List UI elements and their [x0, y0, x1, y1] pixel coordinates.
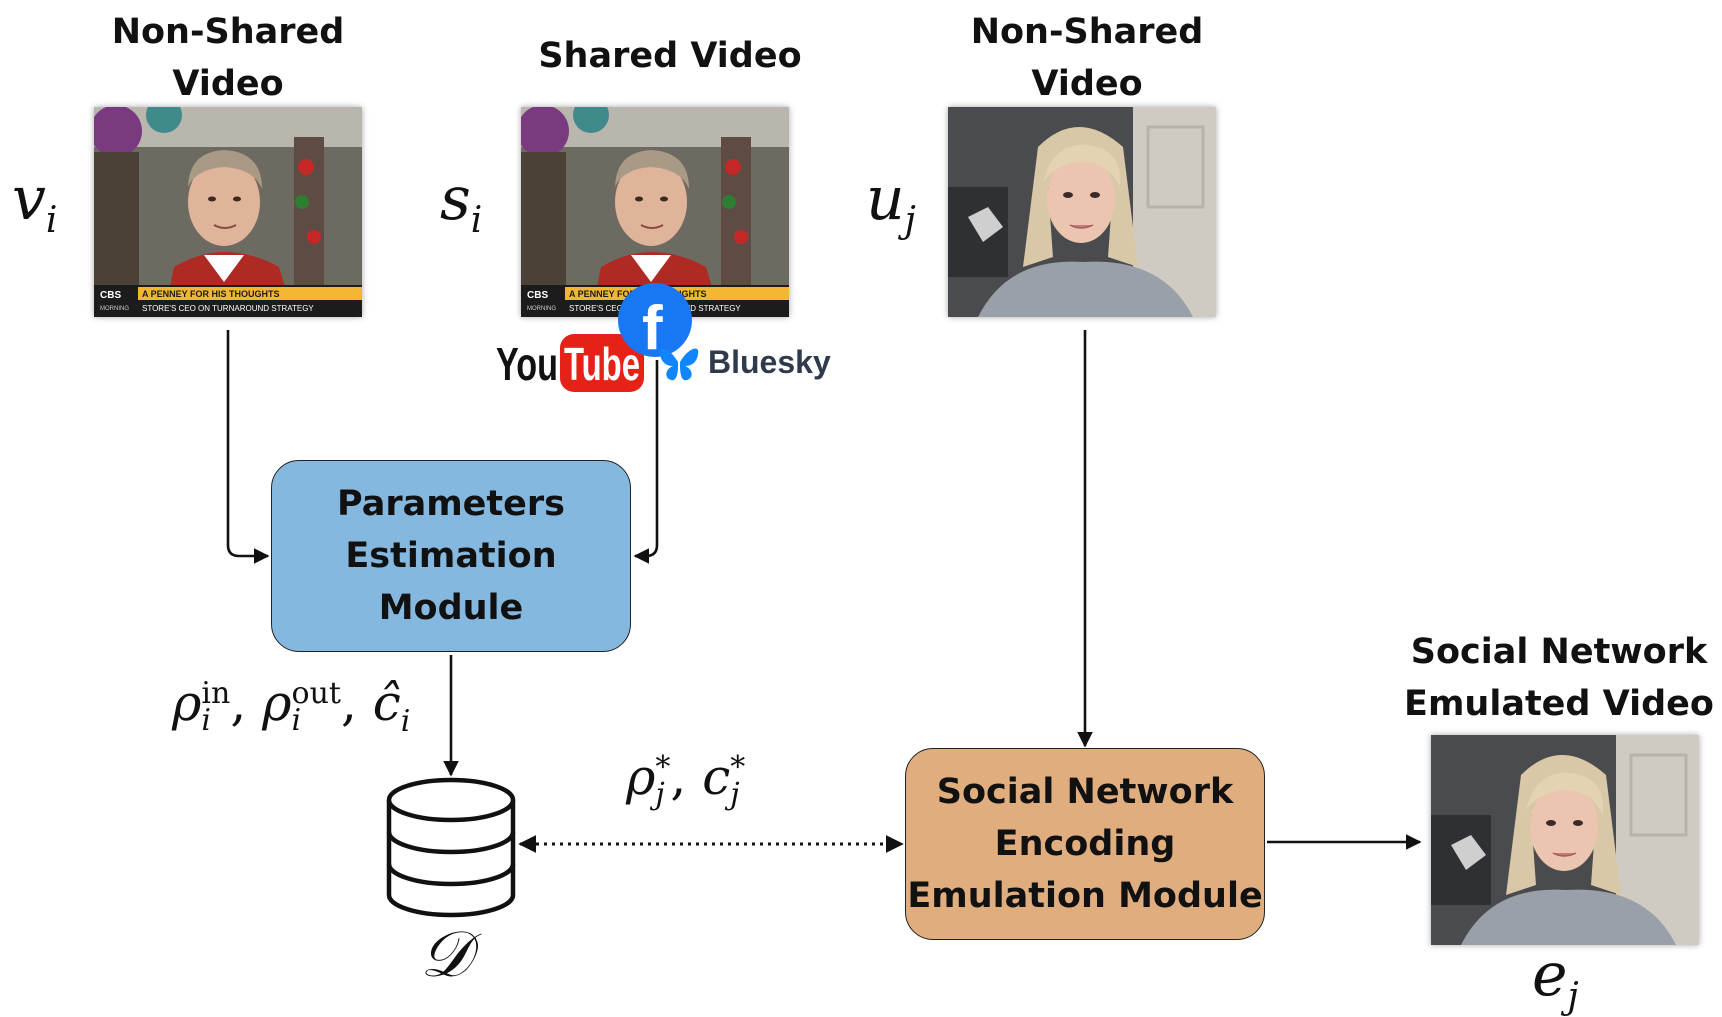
shared-video-title: Shared Video: [500, 30, 840, 82]
emulated-video-title-line1: Social Network: [1410, 632, 1708, 672]
left-video-title: Non-Shared Video: [86, 6, 370, 110]
bluesky-logo-text: Bluesky: [708, 344, 831, 380]
right-video-title-line2: Video: [1031, 64, 1143, 104]
symbol-s-i: si: [440, 164, 483, 241]
facebook-logo-f: f: [642, 294, 663, 357]
database-symbol: 𝒟: [420, 918, 472, 992]
encoding-emulation-module: Social Network Encoding Emulation Module: [905, 748, 1265, 940]
parameters-estimation-module: Parameters Estimation Module: [271, 460, 631, 652]
left-video-title-line2: Video: [172, 64, 284, 104]
overlay-network: CBS: [100, 290, 121, 301]
svg-text:MORNING: MORNING: [527, 306, 556, 312]
youtube-logo-tube: Tube: [564, 338, 640, 390]
symbol-v-i: vi: [12, 164, 58, 241]
right-video-title: Non-Shared Video: [945, 6, 1229, 110]
emulated-video-title: Social Network Emulated Video: [1400, 626, 1718, 730]
target-parameters-label: ρ*j, c*j: [626, 748, 746, 812]
estimation-module-line2: Estimation: [345, 536, 557, 576]
shared-video-title-text: Shared Video: [538, 36, 802, 76]
symbol-e-j: ej: [1532, 940, 1579, 1017]
estimation-module-line3: Module: [378, 588, 524, 628]
overlay-show: MORNING: [100, 306, 129, 312]
arrow-left-video-to-estimation: [226, 330, 270, 564]
left-video-title-line1: Non-Shared: [111, 12, 345, 52]
overlay-headline: A PENNEY FOR HIS THOUGHTS: [142, 289, 280, 299]
svg-text:CBS: CBS: [527, 290, 548, 301]
butterfly-icon: [659, 348, 699, 381]
database-icon: [386, 777, 516, 918]
emulation-module-line1: Social Network: [936, 772, 1234, 812]
youtube-logo: You Tube: [496, 330, 646, 394]
overlay-subline: STORE'S CEO ON TURNAROUND STRATEGY: [142, 304, 314, 313]
right-video-title-line1: Non-Shared: [970, 12, 1204, 52]
right-video-thumbnail: [948, 107, 1216, 317]
youtube-logo-you: You: [496, 338, 558, 390]
symbol-u-j: uj: [866, 164, 916, 241]
emulated-video-title-line2: Emulated Video: [1404, 684, 1714, 724]
left-video-thumbnail: CBS MORNING A PENNEY FOR HIS THOUGHTS ST…: [94, 107, 362, 317]
estimation-module-line1: Parameters: [337, 484, 565, 524]
emulation-module-line2: Encoding: [994, 824, 1176, 864]
facebook-logo: f: [618, 283, 692, 363]
bluesky-logo: Bluesky: [656, 338, 840, 388]
emulated-video-thumbnail: [1431, 735, 1699, 945]
emulation-module-line3: Emulation Module: [907, 876, 1263, 916]
arrow-shared-video-to-estimation: [633, 360, 659, 564]
